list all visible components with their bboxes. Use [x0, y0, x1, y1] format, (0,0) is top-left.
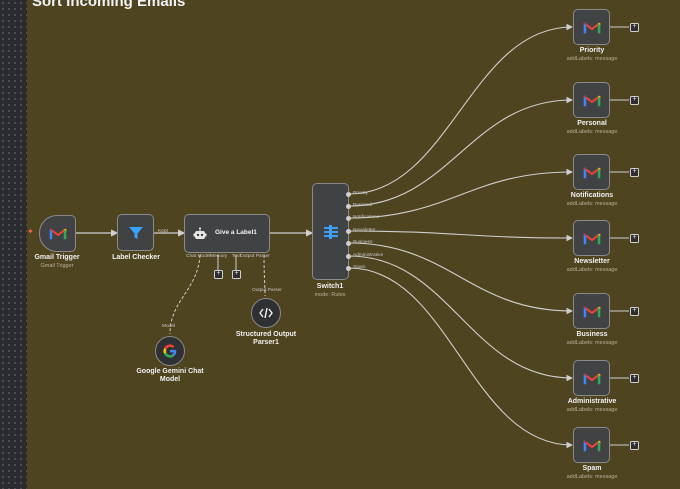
gmail-icon [582, 305, 601, 317]
gmail-icon [582, 232, 601, 244]
switch-wires [348, 23, 574, 449]
target-node-spam[interactable] [573, 427, 610, 463]
wire-switch-target [348, 168, 574, 219]
target-plus-wires [610, 26, 629, 446]
switch-icon [323, 224, 338, 239]
gmail-trigger-subtitle: Gmail Trigger [40, 263, 74, 269]
switch-title: Switch1 [316, 283, 344, 290]
port-output-parser: Output Parser [240, 254, 270, 259]
switch-output-label: Priority [353, 191, 368, 196]
target-title: Personal [577, 120, 607, 127]
switch-output-label: Personal [353, 203, 372, 208]
switch-output-port[interactable] [346, 253, 351, 259]
wire-switch-target [348, 96, 574, 207]
gmail-trigger-title: Gmail Trigger [34, 254, 80, 261]
gmail-icon [582, 166, 601, 178]
switch-output-label: Spam [353, 265, 366, 270]
gemini-title-line1: Google Gemini Chat [136, 368, 204, 375]
target-node-priority[interactable] [573, 9, 610, 45]
gmail-icon [582, 372, 601, 384]
target-subtitle: addLabels: message [566, 201, 618, 207]
target-subtitle: addLabels: message [566, 129, 618, 135]
gemini-title-line2: Model [159, 376, 181, 383]
gmail-icon [582, 21, 601, 33]
parser-title-line2: Parser1 [253, 339, 279, 346]
add-node-button[interactable]: + [630, 441, 639, 450]
add-node-button[interactable]: + [630, 374, 639, 383]
gmail-trigger-node[interactable] [39, 215, 76, 252]
gemini-port-label: Model [162, 324, 176, 329]
port-tool: Tool [232, 254, 241, 259]
target-title: Administrative [567, 398, 617, 405]
label-checker-out-label: Kept [158, 229, 168, 234]
target-node-notifications[interactable] [573, 154, 610, 190]
give-a-label-node[interactable]: Give a Label1 [184, 214, 270, 253]
add-memory-button[interactable]: + [214, 270, 223, 279]
switch-output-port[interactable] [346, 215, 351, 221]
gmail-icon [582, 94, 601, 106]
switch-output-port[interactable] [346, 240, 351, 246]
add-node-button[interactable]: + [630, 168, 639, 177]
target-node-business[interactable] [573, 293, 610, 329]
target-subtitle: addLabels: message [566, 474, 618, 480]
switch-subtitle: mode: Rules [314, 292, 346, 298]
switch-node[interactable] [312, 183, 349, 280]
switch-output-port[interactable] [346, 265, 351, 271]
wire-switch-target [348, 267, 574, 449]
port-chat-model: Chat Model [186, 254, 211, 259]
switch-output-label: Business [353, 240, 373, 245]
target-subtitle: addLabels: message [566, 407, 618, 413]
port-memory: Memory [210, 254, 228, 259]
label-checker-title: Label Checker [112, 254, 160, 261]
add-node-button[interactable]: + [630, 307, 639, 316]
target-subtitle: addLabels: message [566, 340, 618, 346]
parser-node[interactable] [251, 298, 281, 328]
parser-title-line1: Structured Output [235, 331, 297, 338]
add-node-button[interactable]: + [630, 234, 639, 243]
add-node-button[interactable]: + [630, 23, 639, 32]
robot-icon [193, 226, 207, 239]
switch-output-port[interactable] [346, 191, 351, 197]
gmail-icon [48, 228, 67, 240]
switch-output-port[interactable] [346, 203, 351, 209]
target-subtitle: addLabels: message [566, 267, 618, 273]
target-title: Notifications [570, 192, 614, 199]
add-node-button[interactable]: + [630, 96, 639, 105]
wire-gemini [169, 254, 201, 335]
wire-switch-target [348, 242, 574, 315]
give-a-label-title: Give a Label1 [215, 229, 257, 236]
gemini-node[interactable] [155, 336, 185, 366]
workflow-title: Sort Incoming Emails [32, 0, 186, 10]
wire-switch-target [348, 230, 574, 242]
filter-icon [128, 226, 143, 239]
target-node-newsletter[interactable] [573, 220, 610, 256]
wire-switch-target [348, 255, 574, 382]
wire-switch-target [348, 23, 574, 195]
target-title: Newsletter [574, 258, 610, 265]
code-icon [259, 307, 273, 319]
target-title: Spam [582, 465, 602, 472]
target-node-personal[interactable] [573, 82, 610, 118]
label-checker-node[interactable] [117, 214, 154, 251]
gmail-icon [582, 439, 601, 451]
canvas-left-strip [0, 0, 27, 489]
target-title: Priority [579, 47, 605, 54]
target-title: Business [576, 331, 608, 338]
google-icon [163, 344, 177, 358]
switch-output-label: Newsletter [353, 228, 376, 233]
switch-output-port[interactable] [346, 228, 351, 234]
switch-output-label: Administrative [353, 253, 384, 258]
target-node-administrative[interactable] [573, 360, 610, 396]
parser-port-label: Output Parser [252, 288, 282, 293]
add-tool-button[interactable]: + [232, 270, 241, 279]
trigger-bolt-icon: ✦ [27, 227, 34, 236]
switch-output-label: Notifications [353, 215, 380, 220]
target-subtitle: addLabels: message [566, 56, 618, 62]
